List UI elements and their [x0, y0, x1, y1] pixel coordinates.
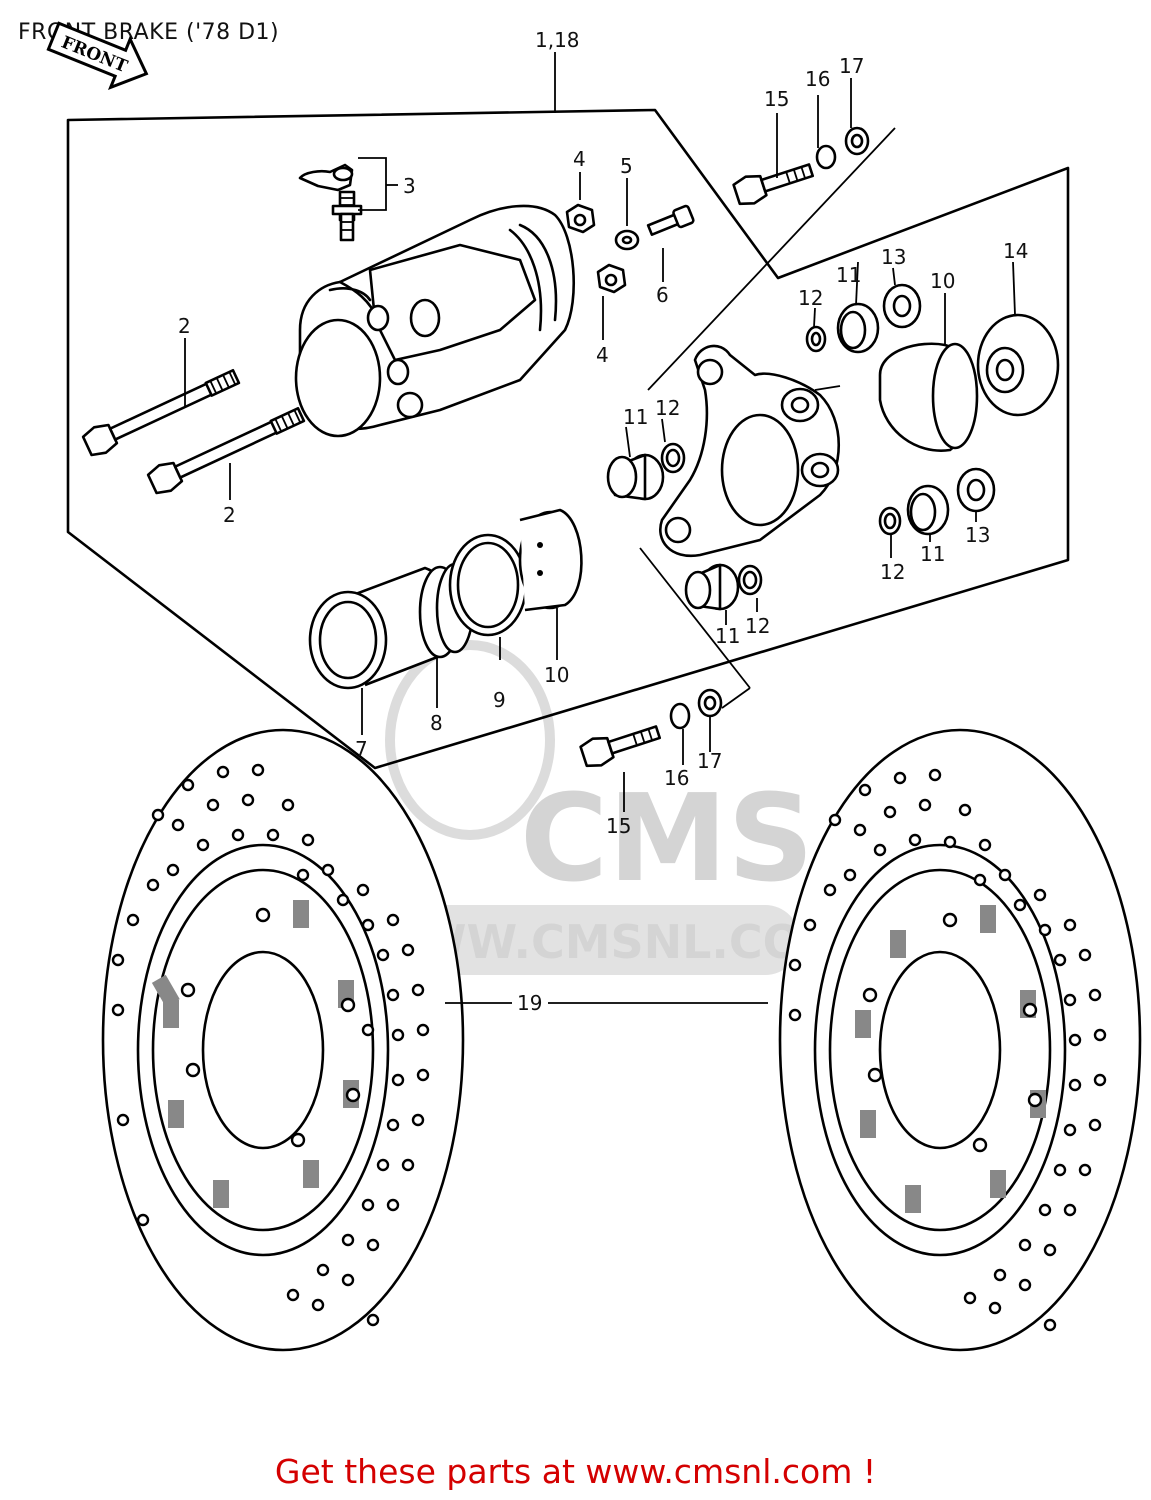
disc-left-vent-slots — [151, 900, 359, 1208]
callout-7: 7 — [355, 737, 368, 761]
callout-1-18: 1,18 — [535, 28, 580, 52]
callout-4a: 4 — [573, 147, 586, 171]
bleeder-valve — [298, 157, 398, 242]
callout-12d: 12 — [745, 614, 770, 638]
callout-11a: 11 — [836, 263, 861, 287]
disc-right-vent-slots — [855, 905, 1046, 1213]
callout-13a: 13 — [881, 245, 906, 269]
bracket-bushings-and-seals — [606, 418, 763, 625]
callout-16b: 16 — [664, 766, 689, 790]
caliper-mounting-bolts — [81, 338, 306, 500]
exploded-parts-diagram: CMS WWW.CMSNL.COM FRONT — [46, 21, 1142, 1352]
callout-6: 6 — [656, 283, 669, 307]
caliper-body — [294, 204, 575, 438]
caliper-bracket — [639, 344, 841, 709]
callout-12a: 12 — [798, 286, 823, 310]
callout-13b: 13 — [965, 523, 990, 547]
callout-12c: 12 — [880, 560, 905, 584]
callout-3: 3 — [403, 174, 416, 198]
caliper-assembly-frame — [66, 52, 1070, 770]
front-direction-arrow: FRONT — [46, 21, 149, 90]
callout-2a: 2 — [178, 314, 191, 338]
lower-bolt-and-washers — [579, 688, 723, 812]
callout-16a: 16 — [805, 67, 830, 91]
upper-bolt-and-washers — [647, 78, 896, 391]
brake-disc-right — [778, 728, 1142, 1352]
callout-10a: 10 — [544, 663, 569, 687]
brake-disc-left — [101, 728, 465, 1352]
callout-19: 19 — [517, 991, 542, 1015]
callout-14: 14 — [1003, 239, 1028, 263]
callout-2b: 2 — [223, 503, 236, 527]
callout-9: 9 — [493, 688, 506, 712]
nuts-washer-screw — [565, 172, 695, 340]
watermark-logo-text: CMS — [520, 770, 814, 909]
callout-12b: 12 — [655, 396, 680, 420]
callout-labels: 1,18 2 2 3 4 4 5 6 7 8 9 10 10 11 11 11 … — [178, 28, 1028, 1015]
callout-4b: 4 — [596, 343, 609, 367]
callout-11c: 11 — [920, 542, 945, 566]
piston-and-seals — [308, 508, 583, 735]
piston-seal-and-boot-right — [805, 261, 1060, 558]
callout-11d: 11 — [715, 624, 740, 648]
callout-10b: 10 — [930, 269, 955, 293]
disc-left-holes — [111, 763, 430, 1327]
callout-17b: 17 — [697, 749, 722, 773]
callout-15b: 15 — [606, 814, 631, 838]
callout-17a: 17 — [839, 54, 864, 78]
callout-11b: 11 — [623, 405, 648, 429]
callout-5: 5 — [620, 154, 633, 178]
footer-cta-text: Get these parts at www.cmsnl.com ! — [274, 1452, 877, 1491]
callout-8: 8 — [430, 711, 443, 735]
callout-15a: 15 — [764, 87, 789, 111]
disc-right-holes — [788, 768, 1107, 1332]
